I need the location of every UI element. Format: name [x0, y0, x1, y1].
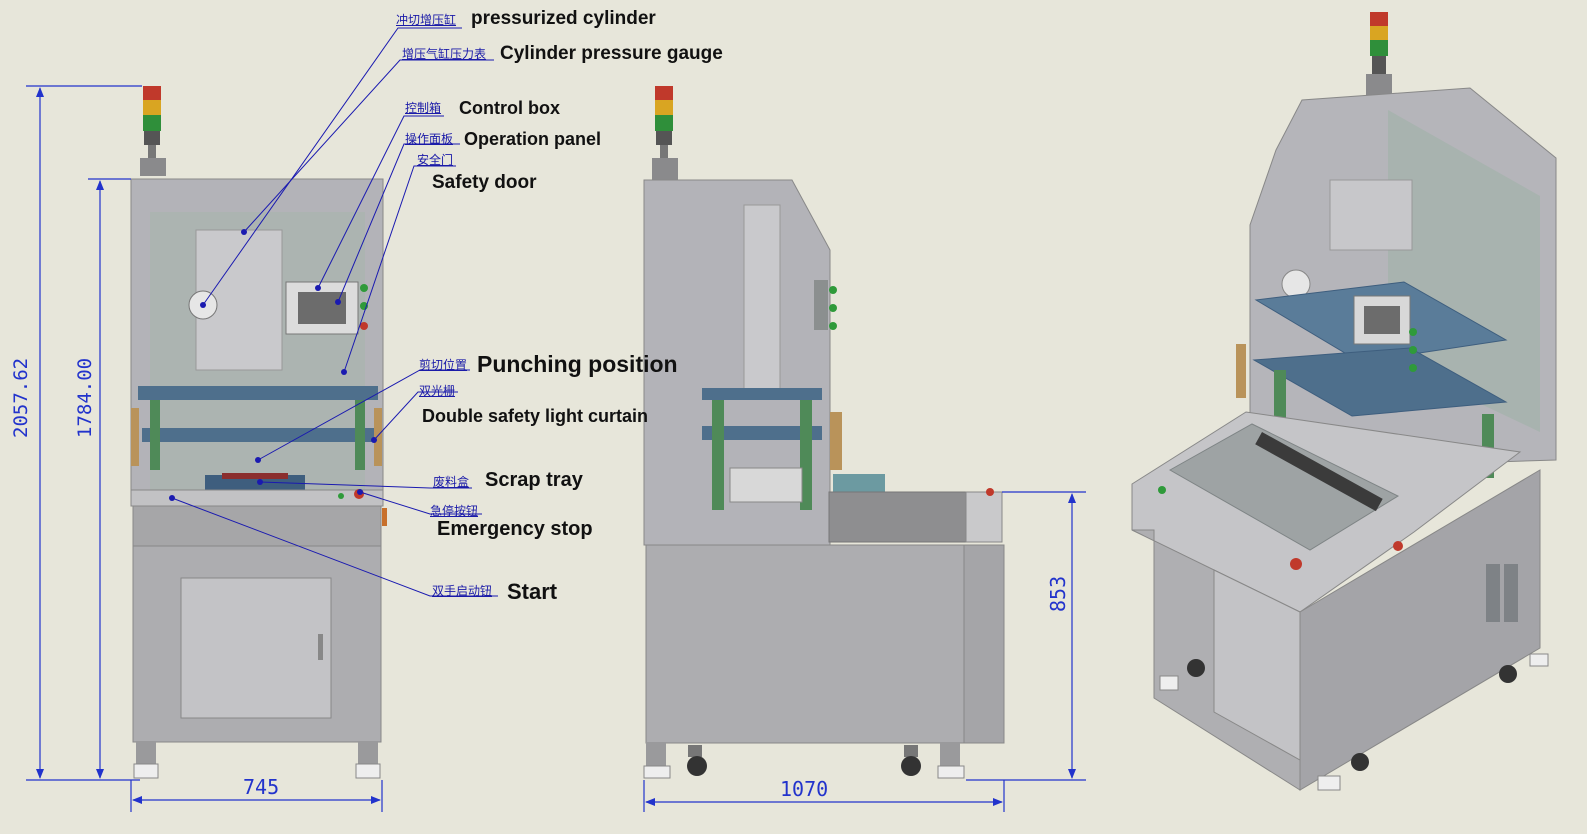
emergency-stop-icon: [1290, 558, 1302, 570]
front-view: [130, 86, 387, 779]
callout-cn-control-box: 控制箱: [405, 101, 442, 115]
callout-cn-pressure-gauge: 增压气缸压力表: [402, 47, 487, 61]
callout-en-safety-door: Safety door: [432, 172, 537, 193]
leader-dots: [169, 229, 377, 501]
signal-tower-icon: [1366, 12, 1392, 98]
callout-cn-safety-door: 安全门: [417, 153, 454, 167]
signal-tower-icon: [652, 86, 678, 180]
callout-en-emergency-stop: Emergency stop: [437, 518, 593, 540]
signal-tower-icon: [140, 86, 166, 176]
callout-en-scrap-tray: Scrap tray: [485, 469, 583, 491]
callout-en-start: Start: [507, 579, 558, 604]
caster-wheel-icon: [1187, 659, 1517, 771]
green-button-icon: [338, 493, 344, 499]
callout-en-pressure-gauge: Cylinder pressure gauge: [500, 43, 723, 64]
dimension-side-depth: 1070: [780, 777, 829, 801]
side-view: [643, 86, 1005, 779]
leveling-foot-icon: [1159, 653, 1549, 791]
callout-en-control-box: Control box: [459, 98, 560, 118]
callout-cn-start: 双手启动钮: [432, 584, 493, 598]
callout-cn-scrap-tray: 废料盒: [433, 475, 470, 489]
leveling-foot-icon: [643, 742, 965, 779]
callout-en-operation-panel: Operation panel: [464, 129, 602, 149]
callout-en-light-curtain: Double safety light curtain: [422, 406, 649, 426]
dimension-front-width: 745: [243, 775, 280, 799]
isometric-view: [1131, 12, 1557, 791]
callout-cn-light-curtain: 双光栅: [419, 384, 456, 398]
green-button-icon: [1158, 486, 1166, 494]
dimension-table-height: 853: [1046, 575, 1070, 612]
callout-cn-punching-position: 剪切位置: [419, 358, 468, 372]
dimension-frame-height: 1784.00: [74, 357, 96, 438]
callout-cn-emergency-stop: 急停按钮: [430, 504, 479, 518]
callout-cn-pressurized-cylinder: 冲切增压缸: [396, 13, 457, 27]
callout-en-punching-position: Punching position: [477, 351, 678, 377]
callout-cn-operation-panel: 操作面板: [405, 132, 454, 146]
dimension-overall-height: 2057.62: [10, 357, 32, 438]
caster-wheel-icon: [687, 745, 921, 776]
leader-lines: [171, 27, 498, 597]
emergency-stop-icon: [986, 488, 994, 496]
dimension-lines: [26, 85, 1086, 812]
callout-en-pressurized-cylinder: pressurized cylinder: [471, 8, 656, 29]
leveling-foot-icon: [133, 742, 381, 779]
